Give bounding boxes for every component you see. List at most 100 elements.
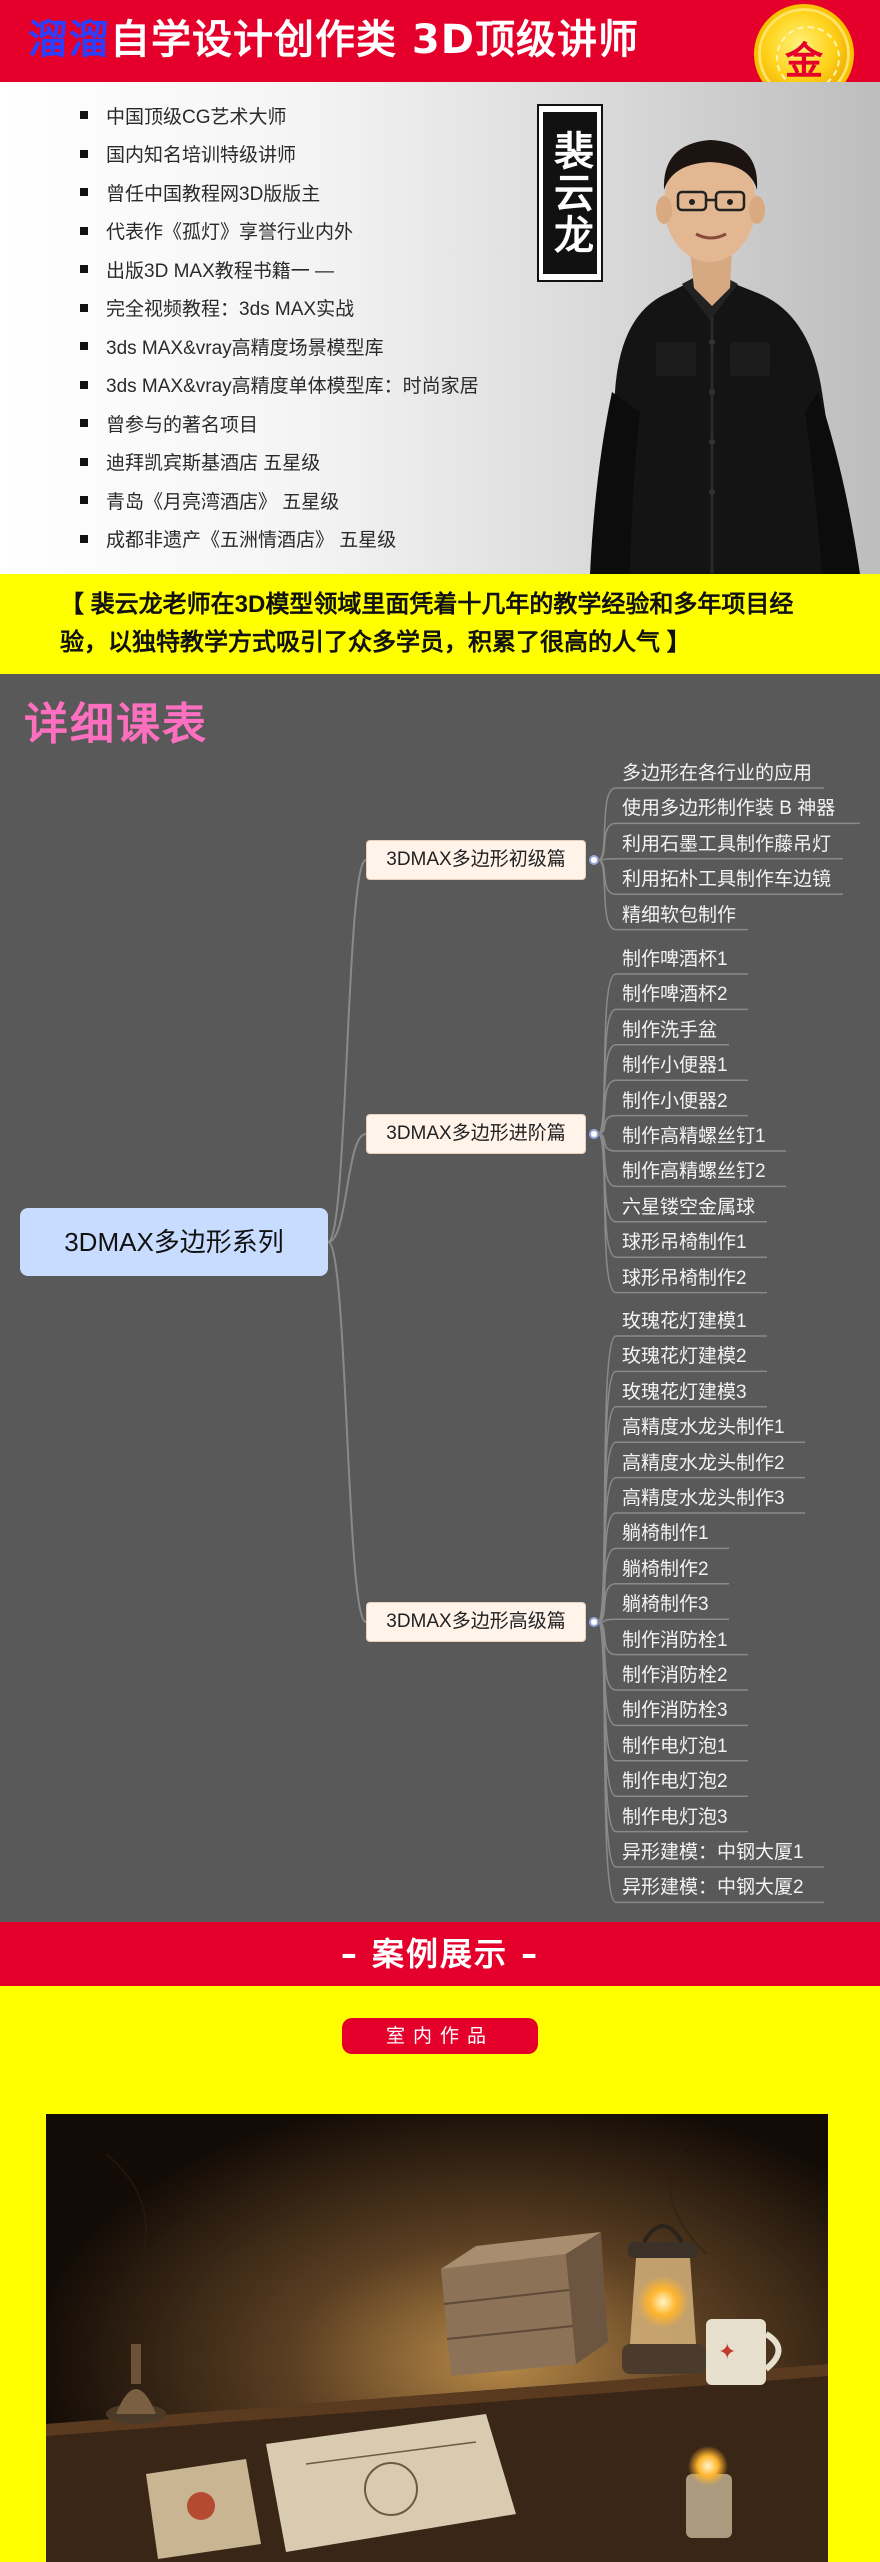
bullet-icon bbox=[80, 534, 88, 543]
mindmap-connector bbox=[327, 1133, 367, 1243]
mindmap-leaf-item: 制作洗手盆 bbox=[622, 1019, 718, 1041]
mindmap-leaf-item: 高精度水龙头制作2 bbox=[622, 1452, 785, 1474]
credential-item: 国内知名培训特级讲师 bbox=[80, 135, 479, 174]
mindmap-leaf-item: 利用拓朴工具制作车边镜 bbox=[622, 869, 832, 891]
credential-text: 曾参与的著名项目 bbox=[106, 414, 259, 436]
mindmap-leaf-item: 制作消防栓1 bbox=[622, 1629, 728, 1651]
mindmap-leaf-item: 躺椅制作1 bbox=[622, 1523, 709, 1545]
credential-text: 3ds MAX&vray高精度单体模型库：时尚家居 bbox=[106, 376, 479, 398]
mindmap-leaf-item: 多边形在各行业的应用 bbox=[622, 763, 813, 784]
intro-quote-banner: 【 裴云龙老师在3D模型领域里面凭着十几年的教学经验和多年项目经验，以独特教学方… bbox=[0, 574, 880, 674]
credential-item: 青岛《月亮湾酒店》 五星级 bbox=[80, 481, 479, 520]
mindmap-leaf-item: 制作消防栓3 bbox=[622, 1700, 728, 1722]
mindmap-leaf-item: 异形建模：中钢大厦1 bbox=[622, 1842, 804, 1863]
mindmap-leaf-item: 制作啤酒杯1 bbox=[622, 949, 728, 970]
credential-text: 成都非遗产《五洲情酒店》 五星级 bbox=[106, 530, 397, 552]
mindmap-connector bbox=[597, 859, 617, 895]
brand-name: 溜溜 bbox=[28, 17, 110, 63]
showcase-section: 室内作品 bbox=[0, 1986, 880, 2562]
mindmap-connector bbox=[597, 1621, 617, 1762]
interior-render-image: ✦ bbox=[46, 2114, 828, 2562]
credential-text: 曾任中国教程网3D版版主 bbox=[106, 183, 321, 205]
branch-collapse-dot bbox=[589, 855, 599, 865]
header-banner: 溜溜自学设计创作类 3D顶级讲师 金 bbox=[0, 0, 880, 104]
banner-title-text: 自学设计创作类 3D顶级讲师 bbox=[110, 17, 639, 63]
branch-collapse-dot bbox=[589, 1617, 599, 1627]
curriculum-title: 详细课表 bbox=[24, 699, 208, 750]
teacher-portrait bbox=[590, 140, 860, 574]
credential-text: 迪拜凯宾斯基酒店 五星级 bbox=[106, 453, 321, 475]
bullet-icon bbox=[80, 496, 88, 505]
mindmap-connector bbox=[327, 859, 367, 1243]
teacher-name-box: 裴云龙 bbox=[537, 104, 603, 282]
gold-badge-label: 金 bbox=[784, 38, 823, 83]
credential-item: 代表作《孤灯》享誉行业内外 bbox=[80, 212, 479, 251]
mindmap-leaf-item: 制作电灯泡3 bbox=[622, 1806, 728, 1828]
teacher-profile: 中国顶级CG艺术大师 国内知名培训特级讲师 曾任中国教程网3D版版主 代表作《孤… bbox=[0, 82, 880, 574]
mindmap-leaf-item: 玫瑰花灯建模2 bbox=[622, 1346, 747, 1368]
mindmap-leaf-item: 制作电灯泡1 bbox=[622, 1735, 728, 1757]
bullet-icon bbox=[80, 342, 88, 351]
mindmap-leaf-item: 利用石墨工具制作藤吊灯 bbox=[622, 833, 832, 855]
mindmap-connector bbox=[597, 822, 617, 861]
showcase-title: – 案例展示 – bbox=[340, 1935, 540, 1973]
credential-text: 3ds MAX&vray高精度场景模型库 bbox=[106, 337, 384, 359]
mindmap-connector bbox=[597, 973, 617, 1135]
teacher-name: 裴云龙 bbox=[543, 112, 597, 274]
credential-text: 青岛《月亮湾酒店》 五星级 bbox=[106, 491, 340, 513]
mindmap-branch-node: 3DMAX多边形初级篇 bbox=[366, 840, 586, 880]
bullet-icon bbox=[80, 149, 88, 158]
bullet-icon bbox=[80, 380, 88, 389]
mindmap-connector bbox=[597, 1133, 617, 1294]
credential-item: 中国顶级CG艺术大师 bbox=[80, 96, 479, 135]
credential-item: 3ds MAX&vray高精度场景模型库 bbox=[80, 327, 479, 366]
mindmap-connector bbox=[327, 1241, 367, 1623]
mindmap-leaf-item: 玫瑰花灯建模1 bbox=[622, 1311, 747, 1332]
mindmap-connector bbox=[597, 1133, 617, 1258]
credentials-list: 中国顶级CG艺术大师 国内知名培训特级讲师 曾任中国教程网3D版版主 代表作《孤… bbox=[80, 96, 479, 558]
bullet-icon bbox=[80, 188, 88, 197]
tab-interior-works[interactable]: 室内作品 bbox=[342, 2018, 538, 2054]
mindmap-branch-node: 3DMAX多边形高级篇 bbox=[366, 1602, 586, 1642]
mindmap-leaf-item: 高精度水龙头制作1 bbox=[622, 1417, 785, 1439]
bullet-icon bbox=[80, 419, 88, 428]
mindmap-leaf-item: 制作电灯泡2 bbox=[622, 1771, 728, 1793]
credential-item: 成都非遗产《五洲情酒店》 五星级 bbox=[80, 520, 479, 559]
mindmap-connector bbox=[597, 1621, 617, 1727]
bullet-icon bbox=[80, 111, 88, 120]
showcase-header: – 案例展示 – bbox=[0, 1922, 880, 1986]
mindmap-root-node: 3DMAX多边形系列 bbox=[20, 1208, 328, 1276]
mindmap-leaf-item: 制作高精螺丝钉2 bbox=[622, 1161, 766, 1183]
mindmap-leaf-item: 球形吊椅制作2 bbox=[622, 1267, 747, 1289]
credential-text: 完全视频教程：3ds MAX实战 bbox=[106, 299, 355, 321]
credential-text: 出版3D MAX教程书籍一 — bbox=[106, 260, 335, 282]
credential-item: 迪拜凯宾斯基酒店 五星级 bbox=[80, 443, 479, 482]
mindmap-branch-node: 3DMAX多边形进阶篇 bbox=[366, 1114, 586, 1154]
bullet-icon bbox=[80, 457, 88, 466]
mindmap-connector bbox=[597, 1621, 617, 1904]
credential-text: 中国顶级CG艺术大师 bbox=[106, 106, 287, 128]
credential-text: 国内知名培训特级讲师 bbox=[106, 145, 297, 167]
mindmap-leaf-item: 六星镂空金属球 bbox=[622, 1196, 756, 1218]
mindmap-leaf-item: 球形吊椅制作1 bbox=[622, 1232, 747, 1254]
mindmap-connector bbox=[597, 787, 617, 861]
bullet-icon bbox=[80, 303, 88, 312]
svg-text:✦: ✦ bbox=[718, 2340, 736, 2365]
credential-text: 代表作《孤灯》享誉行业内外 bbox=[106, 222, 354, 244]
mindmap-leaf-item: 制作小便器2 bbox=[622, 1090, 728, 1112]
mindmap-connector bbox=[597, 1583, 617, 1623]
credential-item: 3ds MAX&vray高精度单体模型库：时尚家居 bbox=[80, 366, 479, 405]
mindmap-leaf-item: 躺椅制作3 bbox=[622, 1594, 709, 1616]
mindmap-leaf-item: 制作消防栓2 bbox=[622, 1665, 728, 1686]
mindmap-leaf-item: 制作高精螺丝钉1 bbox=[622, 1126, 766, 1147]
banner-title: 溜溜自学设计创作类 3D顶级讲师 bbox=[28, 12, 639, 68]
curriculum-section: 详细课表 3DMAX多边形系列 3DMAX多边形初级篇 多边形在各行业的应用使用多… bbox=[0, 674, 880, 1922]
mindmap-leaf-item: 躺椅制作2 bbox=[622, 1558, 709, 1580]
mindmap-connector bbox=[597, 1114, 617, 1135]
credential-item: 曾参与的著名项目 bbox=[80, 404, 479, 443]
credential-item: 完全视频教程：3ds MAX实战 bbox=[80, 289, 479, 328]
mindmap-leaf-item: 高精度水龙头制作3 bbox=[622, 1488, 785, 1509]
mindmap-leaf-item: 玫瑰花灯建模3 bbox=[622, 1381, 747, 1403]
mindmap-connector bbox=[597, 1621, 617, 1833]
mindmap-leaf-item: 使用多边形制作装 B 神器 bbox=[622, 798, 836, 820]
